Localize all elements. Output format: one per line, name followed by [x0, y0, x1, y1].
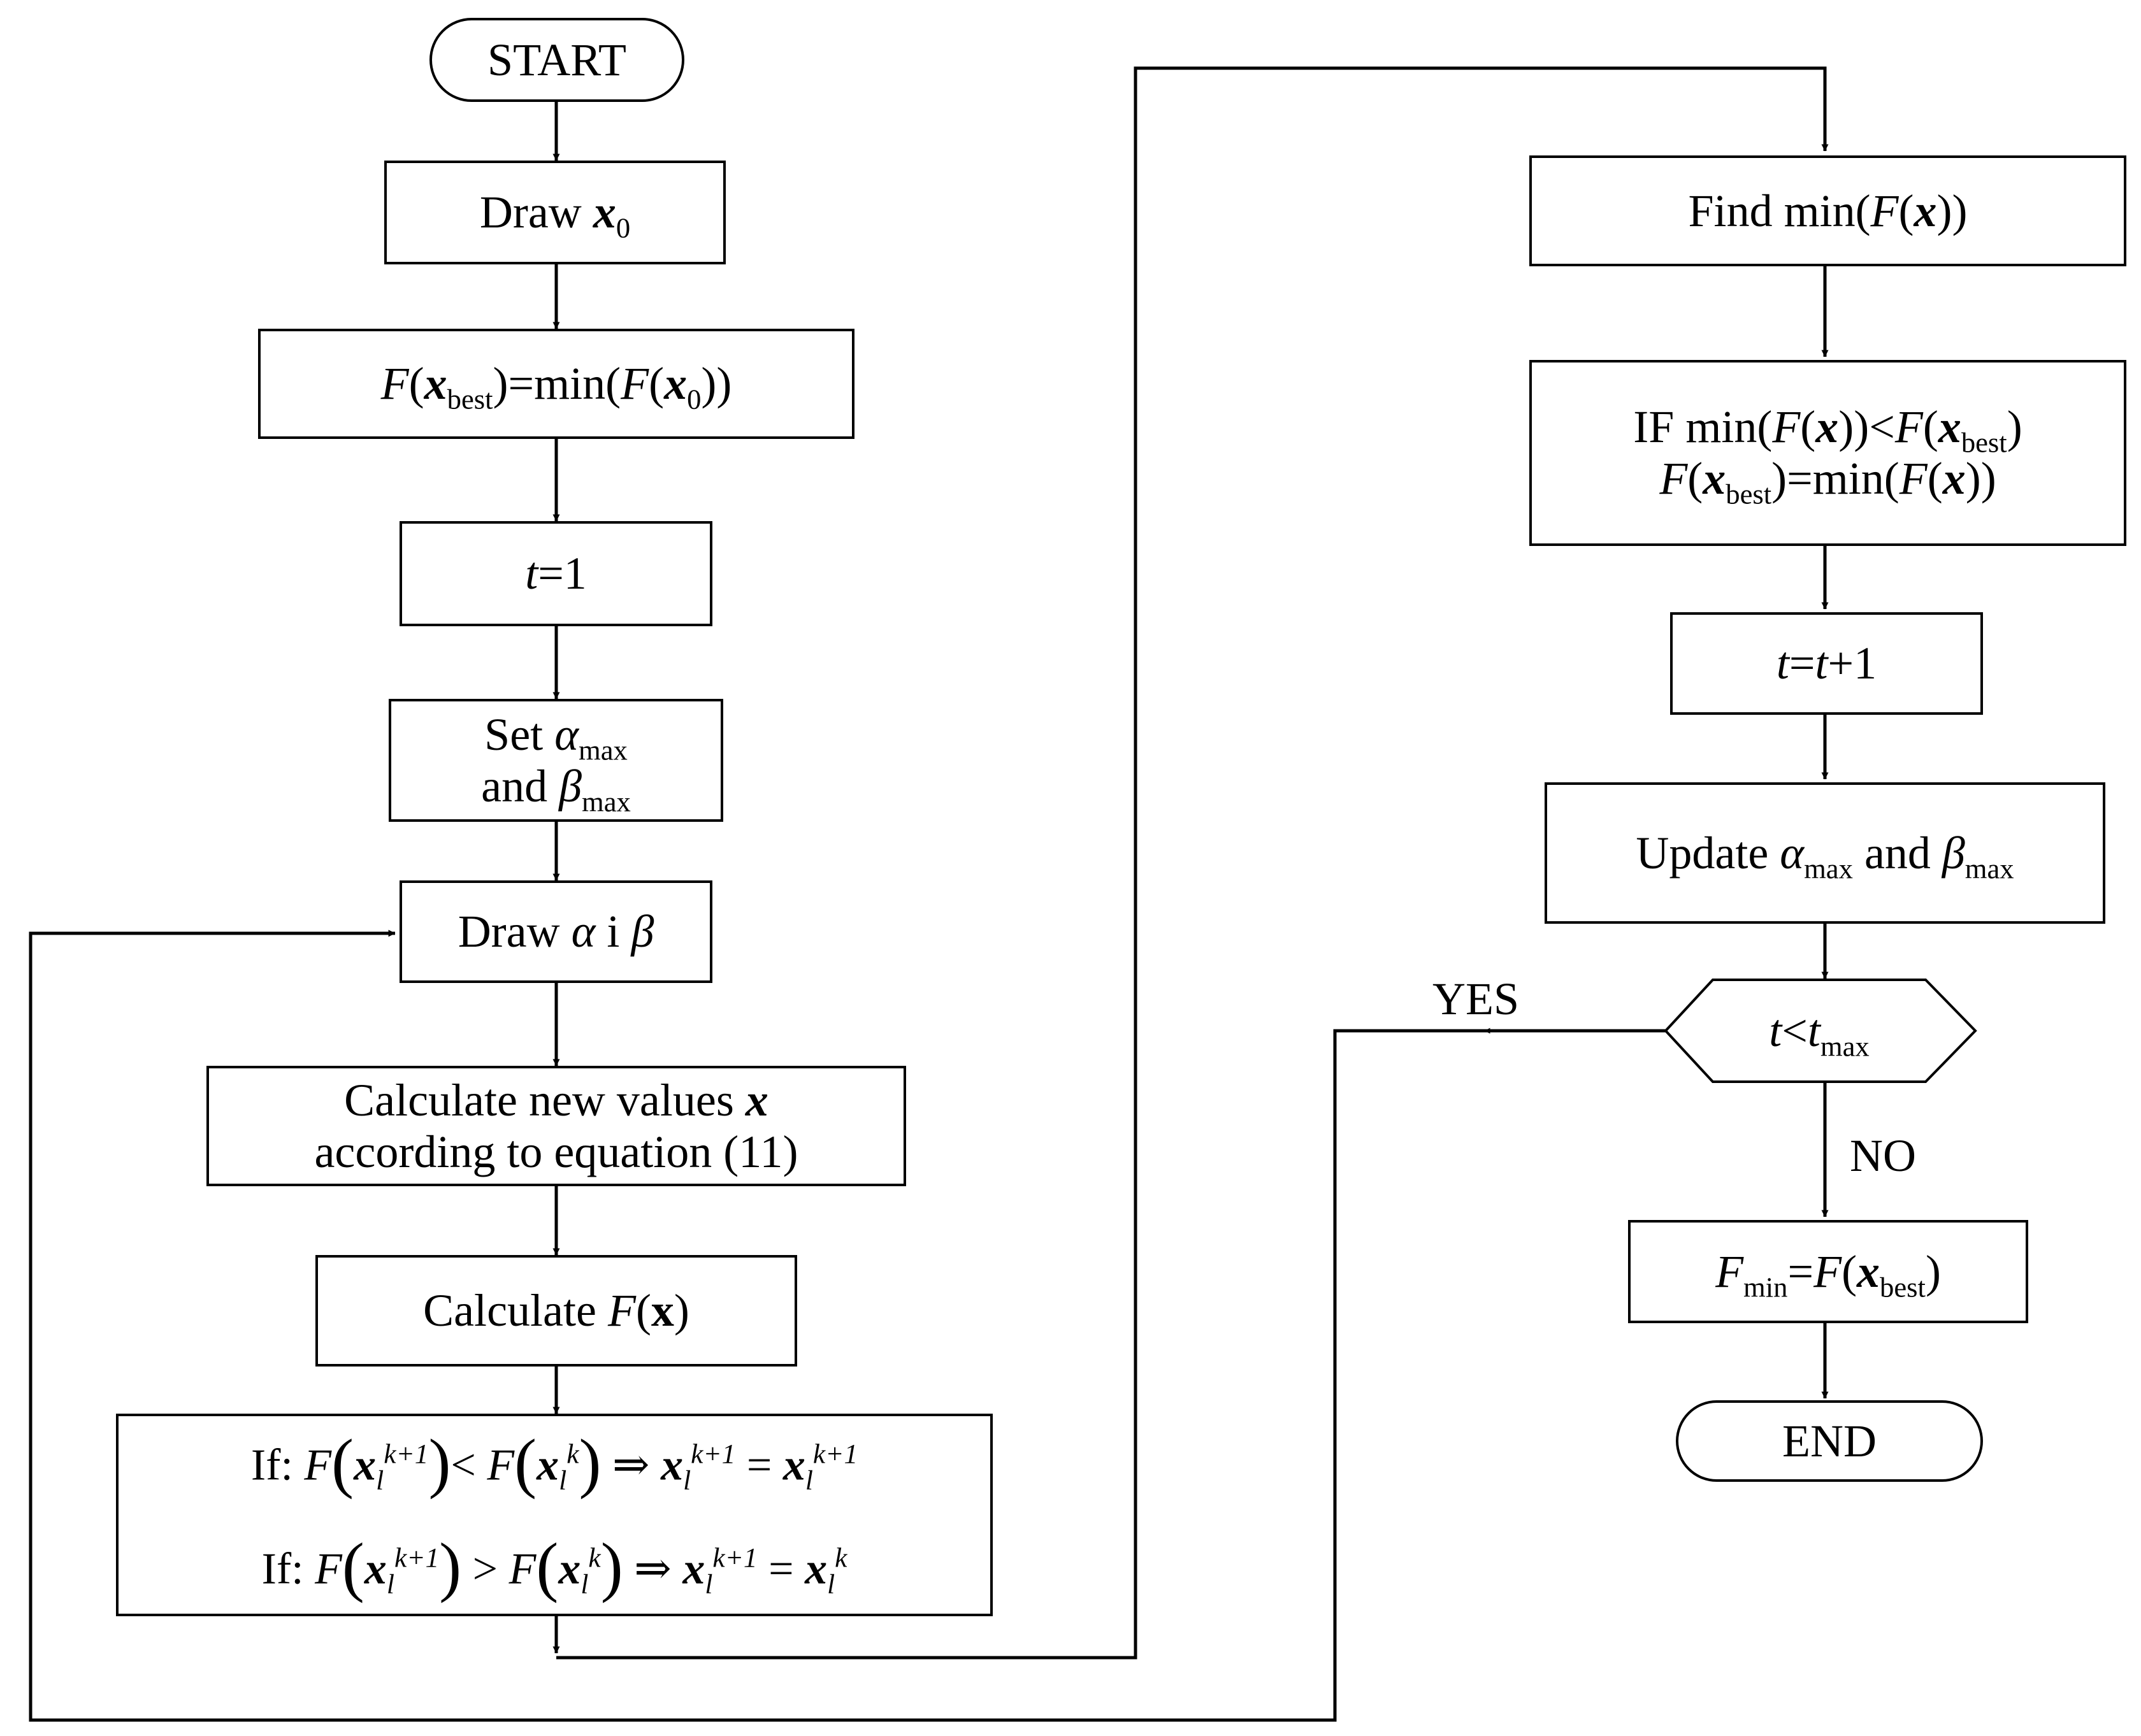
start-node: START — [429, 18, 684, 102]
set-params-line1: Set αmax — [484, 708, 628, 766]
update-best-box: IF min(F(x))<F(xbest) F(xbest)=min(F(x)) — [1529, 360, 2126, 546]
calc-f-box: Calculate F(x) — [315, 1255, 797, 1367]
update-params-box: Update αmax and βmax — [1545, 782, 2105, 924]
decision-label: t<tmax — [1713, 986, 1926, 1075]
draw-alpha-beta-text: Draw α i β — [458, 906, 654, 958]
calc-new-line2: according to equation (11) — [314, 1126, 798, 1177]
set-params-line2: and βmax — [481, 760, 631, 818]
calc-f-text: Calculate F(x) — [423, 1285, 689, 1337]
end-label: END — [1782, 1415, 1877, 1467]
t-increment-box: t=t+1 — [1670, 612, 1983, 715]
update-rules-box: If: F(xlk+1)< F(xlk) ⇒ xlk+1 = xlk+1 If:… — [116, 1414, 993, 1616]
yes-label: YES — [1432, 973, 1520, 1024]
rule-line1: If: F(xlk+1)< F(xlk) ⇒ xlk+1 = xlk+1 — [250, 1425, 858, 1500]
t-increment-text: t=t+1 — [1776, 638, 1877, 689]
t-init-box: t=1 — [400, 521, 712, 626]
update-params-text: Update αmax and βmax — [1636, 827, 2014, 885]
init-best-box: F(xbest)=min(F(x0)) — [258, 329, 854, 439]
start-label: START — [487, 34, 626, 85]
update-best-line2: F(xbest)=min(F(x)) — [1659, 453, 1996, 510]
draw-x0-box: Draw x0 — [384, 161, 726, 264]
rule-line2: If: F(xlk+1) > F(xlk) ⇒ xlk+1 = xlk — [261, 1529, 847, 1603]
update-best-line1: IF min(F(x))<F(xbest) — [1633, 401, 2022, 459]
end-node: END — [1676, 1400, 1983, 1482]
find-min-text: Find min(F(x)) — [1688, 185, 1968, 236]
decision-node — [1664, 979, 1977, 1083]
draw-x0-text: Draw x0 — [479, 187, 631, 244]
draw-alpha-beta-box: Draw α i β — [400, 880, 712, 983]
calc-new-values-box: Calculate new values x according to equa… — [206, 1066, 906, 1186]
result-box: Fmin=F(xbest) — [1628, 1220, 2028, 1323]
init-best-text: F(xbest)=min(F(x0)) — [380, 358, 732, 415]
calc-new-line1: Calculate new values x — [344, 1074, 768, 1126]
find-min-box: Find min(F(x)) — [1529, 155, 2126, 266]
t-init-text: t=1 — [525, 548, 587, 599]
set-params-box: Set αmax and βmax — [389, 699, 723, 822]
decision-text: t<tmax — [1769, 1005, 1870, 1063]
connector-to-find-min — [556, 66, 1829, 1660]
no-label: NO — [1850, 1130, 1916, 1181]
result-text: Fmin=F(xbest) — [1715, 1245, 1941, 1303]
connector-yes-loop — [29, 929, 1485, 1722]
